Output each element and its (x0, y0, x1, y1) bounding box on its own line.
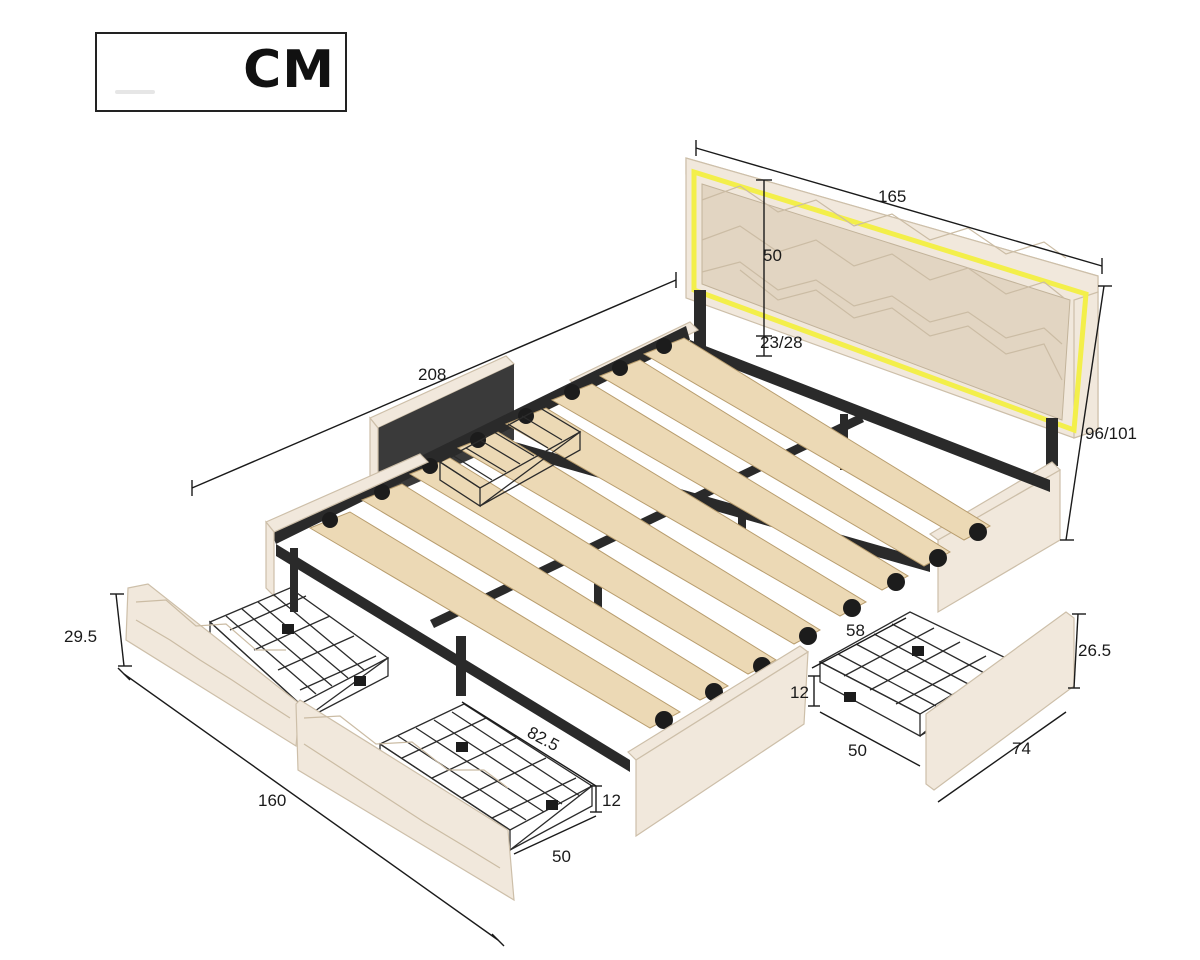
dim-bed-length: 208 (418, 365, 446, 384)
slats (308, 337, 992, 729)
dim-drawer-width-right: 50 (848, 741, 867, 760)
dim-drawer-front-height-right: 26.5 (1078, 641, 1111, 660)
dimension-lines (110, 140, 1112, 947)
dim-drawer-width-front: 50 (552, 847, 571, 866)
dim-drawer-depth-front: 82.5 (524, 723, 562, 755)
unit-box: CM (95, 32, 347, 112)
dim-headboard-width: 165 (878, 187, 906, 206)
dim-drawer-front-width-right: 74 (1012, 739, 1031, 758)
dim-drawer-height-right: 12 (790, 683, 809, 702)
drawer-basket-back (438, 407, 582, 508)
near-side-rail (265, 453, 810, 838)
slat-caps (322, 338, 987, 729)
dim-headboard-adjust: 23/28 (760, 333, 803, 352)
unit-label: CM (243, 40, 335, 100)
drawer-left (125, 583, 390, 748)
blurred-mark (115, 90, 155, 94)
dim-drawer-front-height-left: 29.5 (64, 627, 97, 646)
dim-total-height: 96/101 (1085, 424, 1137, 443)
headboard-tufting (701, 185, 1067, 381)
drawer-right (818, 611, 1075, 791)
dim-drawer-height-front: 12 (602, 791, 621, 810)
dim-headboard-height: 50 (763, 246, 782, 265)
dim-drawer-front-width-left: 160 (258, 791, 286, 810)
headboard (685, 157, 1099, 466)
dim-drawer-depth-right: 58 (846, 621, 865, 640)
